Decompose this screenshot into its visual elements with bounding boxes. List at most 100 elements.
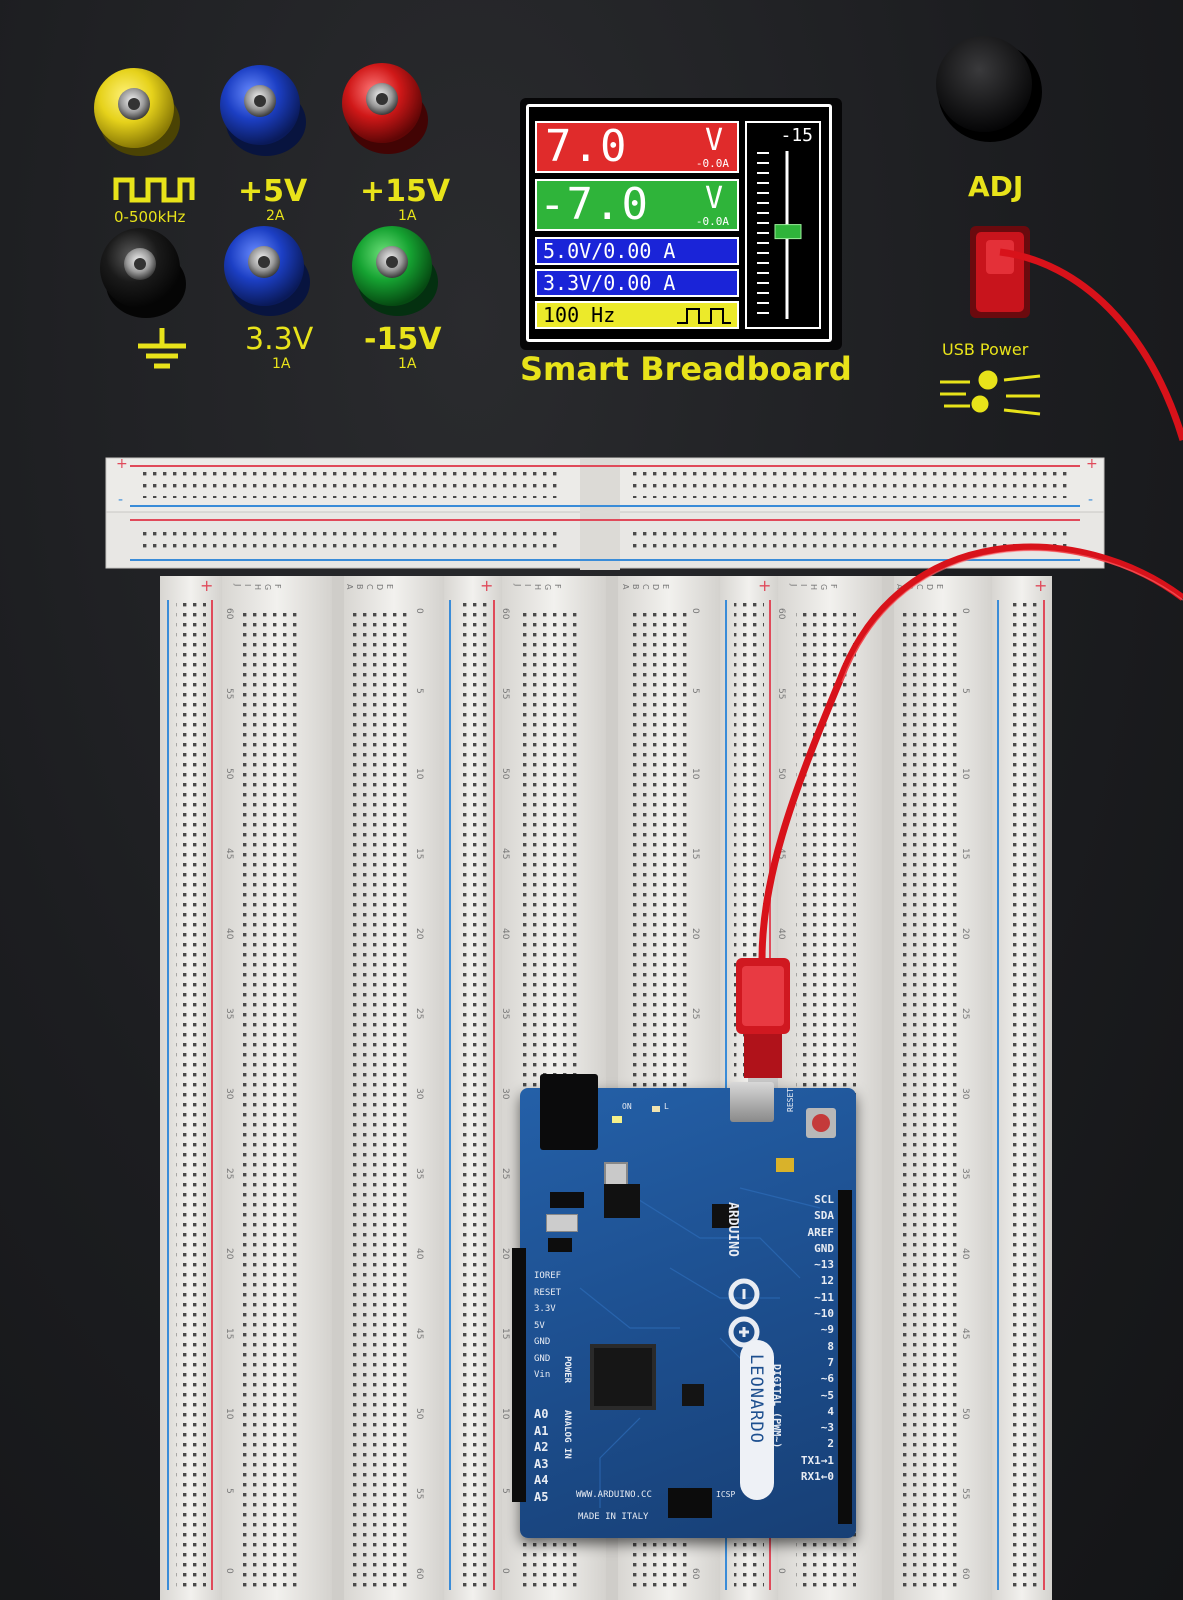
- negative-voltage-unit: V: [704, 181, 723, 216]
- arduino-logo-icon: [728, 1278, 760, 1348]
- regulator: [550, 1192, 584, 1208]
- icsp-label: ICSP: [716, 1490, 736, 1499]
- frequency-range-label: 0-500kHz: [114, 208, 186, 226]
- power-header-label: POWER: [562, 1356, 572, 1384]
- pin-label: 8: [827, 1339, 834, 1353]
- rail-plus-sign: +: [758, 576, 772, 595]
- terminal-panel: [94, 36, 1042, 416]
- adj-label: ADJ: [968, 170, 1024, 203]
- frequency-readout: 100 Hz: [543, 303, 616, 327]
- rail-3v3-readout: 3.3V/0.00 A: [543, 271, 676, 295]
- rail-plus-sign: +: [480, 576, 494, 595]
- adj-knob[interactable]: [936, 36, 1042, 142]
- pin-label: A5: [534, 1489, 549, 1504]
- pin-label: ~9: [820, 1323, 834, 1337]
- on-led: [612, 1116, 622, 1123]
- digital-header[interactable]: [838, 1190, 852, 1524]
- plus15v-label: +15V: [360, 174, 451, 209]
- pin-label: GND: [814, 1241, 834, 1255]
- micro-usb-port[interactable]: [730, 1082, 774, 1122]
- pin-label: 4: [827, 1404, 834, 1418]
- negative-current-value: -0.0A: [695, 215, 729, 228]
- pin-label: ~10: [814, 1307, 834, 1321]
- v33-label: 3.3V: [245, 322, 314, 357]
- pin-label: 5V: [534, 1320, 545, 1331]
- square-wave-icon: [677, 308, 731, 324]
- pin-label: A1: [534, 1423, 549, 1438]
- pin-label: 2: [827, 1437, 834, 1451]
- usb-chip: [712, 1204, 738, 1228]
- rail-plus-sign: +: [1034, 576, 1048, 595]
- rail-5v-readout: 5.0V/0.00 A: [543, 239, 676, 263]
- mosfet: [682, 1384, 704, 1406]
- pin-label: RESET: [534, 1287, 562, 1298]
- pin-label: ~3: [820, 1421, 834, 1435]
- v33-current-label: 1A: [272, 356, 291, 372]
- pin-label: 12: [820, 1274, 834, 1288]
- pin-label: A2: [534, 1440, 549, 1454]
- top-rail-plus-sign: +: [1086, 456, 1098, 472]
- pin-label: SCL: [814, 1193, 834, 1206]
- leonardo-badge: LEONARDO: [740, 1340, 774, 1500]
- slider-ticks: [757, 151, 802, 319]
- l-led: [652, 1106, 660, 1112]
- on-led-label: ON: [622, 1102, 632, 1111]
- leonardo-label: LEONARDO: [746, 1354, 766, 1444]
- ground-terminal[interactable]: [100, 228, 186, 318]
- plus5v-current-label: 2A: [266, 208, 285, 224]
- pin-label: 7: [827, 1355, 834, 1369]
- power-jack[interactable]: [540, 1074, 598, 1150]
- rail-plus-sign: +: [200, 576, 214, 595]
- usb-power-label: USB Power: [942, 340, 1029, 359]
- lcd-row-voltage-negative: -7.0 V -0.0A: [535, 179, 739, 231]
- pin-label: 3.3V: [534, 1304, 556, 1314]
- arduino-brand-label: ARDUINO: [725, 1202, 740, 1257]
- analog-header-label: ANALOG IN: [562, 1410, 572, 1459]
- diode: [548, 1238, 572, 1252]
- pin-label: A4: [534, 1473, 549, 1487]
- pin-label: AREF: [807, 1225, 835, 1239]
- v33-terminal[interactable]: [224, 226, 310, 316]
- icsp-header[interactable]: [668, 1488, 712, 1518]
- plus5v-terminal[interactable]: [220, 65, 306, 156]
- negative-voltage-value: -7.0: [539, 179, 649, 230]
- square-wave-terminal[interactable]: [94, 68, 180, 156]
- plus15v-terminal[interactable]: [342, 63, 428, 154]
- atmega32u4-chip: [590, 1344, 656, 1410]
- plus15v-current-label: 1A: [398, 208, 417, 224]
- ground-icon: [138, 328, 186, 369]
- reset-button[interactable]: [806, 1108, 836, 1138]
- micro-usb-plug[interactable]: [736, 958, 790, 1092]
- pin-label: ~11: [814, 1290, 834, 1304]
- pin-label: GND: [534, 1353, 551, 1364]
- minus15v-label: -15V: [364, 322, 442, 357]
- pin-label: RX1←0: [800, 1470, 834, 1484]
- pin-label: TX1→1: [800, 1453, 834, 1467]
- lcd-row-3v3: 3.3V/0.00 A: [535, 269, 739, 297]
- slider-thumb[interactable]: [774, 224, 802, 240]
- pin-label: A3: [534, 1456, 549, 1471]
- minus15v-terminal[interactable]: [352, 226, 438, 316]
- pin-label: ~5: [820, 1388, 834, 1402]
- pin-label: A0: [534, 1407, 549, 1421]
- brand-label: Smart Breadboard: [520, 350, 852, 388]
- lcd-row-5v: 5.0V/0.00 A: [535, 237, 739, 265]
- voltage-regulator: [604, 1184, 640, 1218]
- usb-power-icon: [940, 370, 1041, 416]
- usb-cable: [758, 543, 1183, 961]
- pin-label: Vin: [534, 1370, 551, 1380]
- minus15v-current-label: 1A: [398, 356, 417, 372]
- arduino-url: WWW.ARDUINO.CC: [576, 1490, 652, 1500]
- lcd-screen: 7.0 V -0.0A -7.0 V -0.0A 5.0V/0.00 A 3.3…: [526, 104, 832, 342]
- top-power-rail: [105, 457, 1105, 570]
- reset-label: RESET: [786, 1087, 795, 1112]
- power-analog-header[interactable]: [512, 1248, 526, 1502]
- crystal: [604, 1162, 628, 1186]
- l-led-label: L: [664, 1102, 669, 1111]
